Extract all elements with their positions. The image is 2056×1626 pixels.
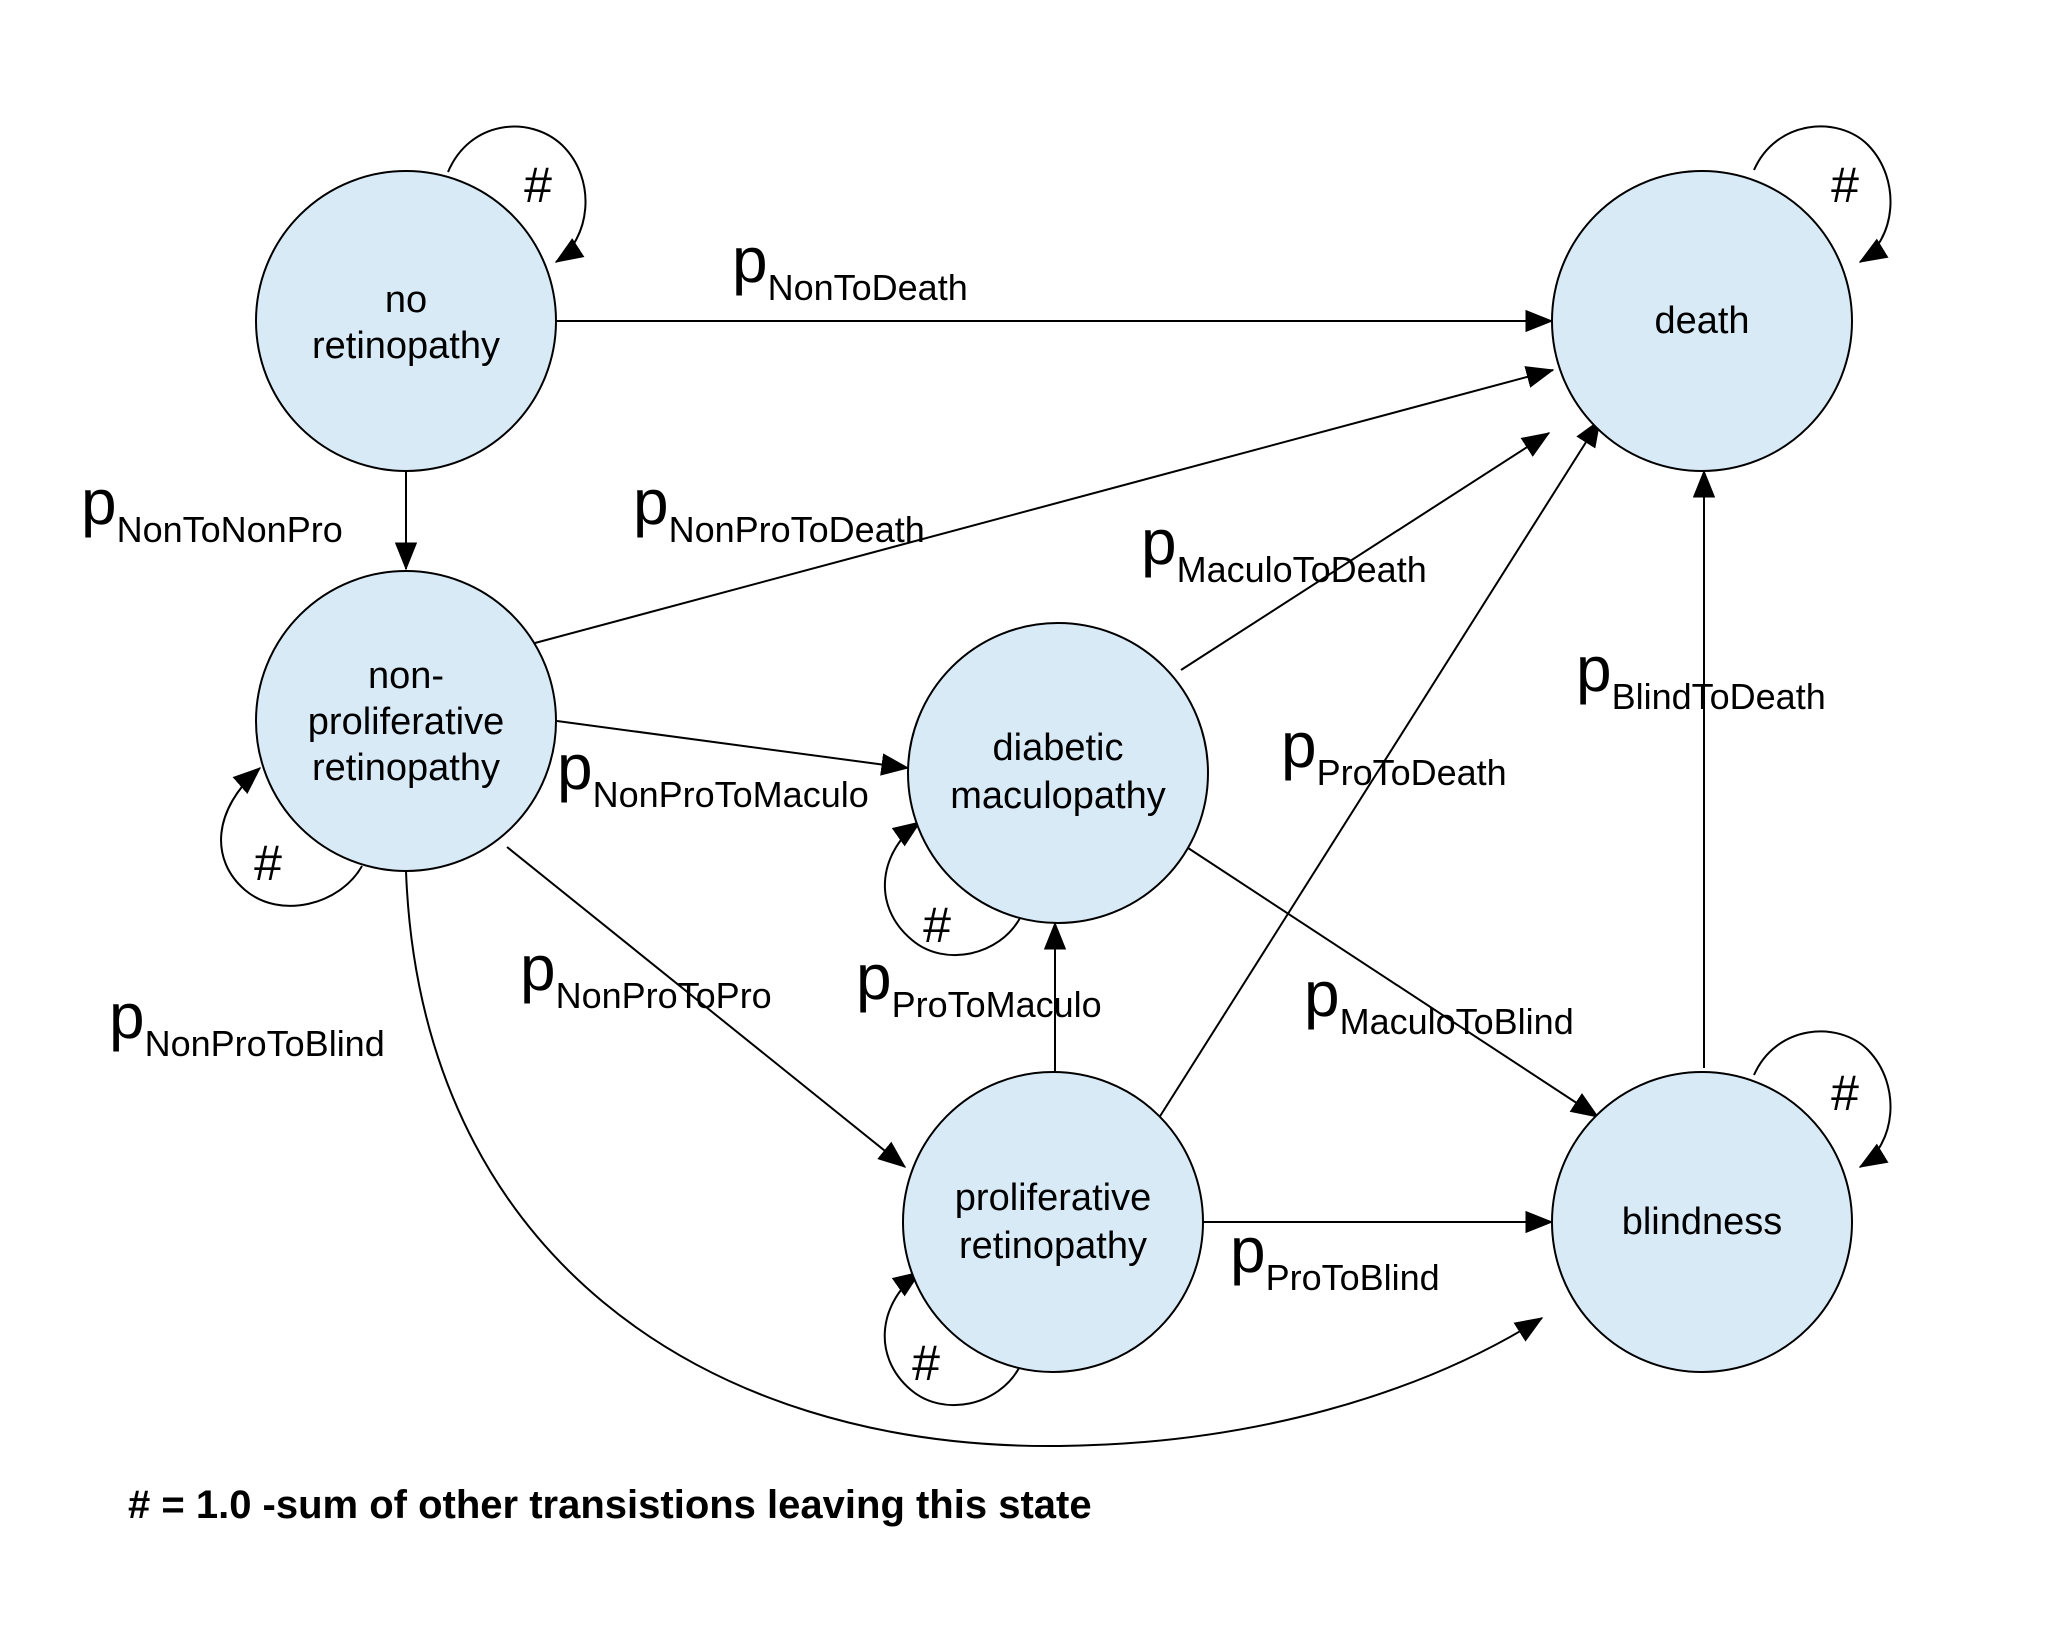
state-circle [907, 622, 1209, 924]
state-label-line: proliferative [308, 701, 504, 743]
transition-label-maculo-to-death: pMaculoToDeath [1141, 506, 1427, 590]
edge-maculo-to-blind [1184, 845, 1600, 1118]
state-circle [1551, 1071, 1853, 1373]
edge-maculo-to-death [1180, 432, 1551, 671]
footnote: # = 1.0 -sum of other transistions leavi… [128, 1483, 1092, 1527]
transition-label-nonpro-to-maculo: pNonProToMaculo [557, 731, 869, 815]
self-loop-label-blind: # [1831, 1065, 1859, 1121]
state-label-line: proliferative [955, 1177, 1151, 1219]
self-loop-label-pro: # [912, 1335, 940, 1391]
state-non-proliferative-retinopathy: non- proliferative retinopathy [255, 570, 557, 872]
state-diabetic-maculopathy: diabetic maculopathy [907, 622, 1209, 924]
state-circle [255, 570, 557, 872]
transition-label-nonpro-to-pro: pNonProToPro [520, 932, 772, 1016]
transition-label-non-to-death: pNonToDeath [732, 224, 968, 308]
state-label-line: non- [368, 655, 444, 697]
transition-label-maculo-to-blind: pMaculoToBlind [1304, 958, 1574, 1042]
edge-pro-to-death [1156, 418, 1601, 1122]
self-loop-maculo [883, 821, 1021, 956]
transition-label-pro-to-blind: pProToBlind [1230, 1214, 1440, 1298]
edge-nonpro-to-death [534, 366, 1555, 644]
self-loop-label-noret: # [524, 157, 552, 213]
transition-label-non-to-nonpro: pNonToNonPro [81, 466, 343, 550]
state-blindness: blindness [1551, 1071, 1853, 1373]
transition-label-pro-to-maculo: pProToMaculo [856, 941, 1102, 1025]
transition-label-pro-to-death: pProToDeath [1281, 709, 1507, 793]
edge-nonpro-to-blind [405, 870, 1544, 1448]
state-circle [1551, 170, 1853, 472]
self-loop-label-nonpro: # [254, 835, 282, 891]
self-loop-label-death: # [1831, 157, 1859, 213]
transition-label-nonpro-to-blind: pNonProToBlind [109, 980, 385, 1064]
edge-nonpro-to-maculo [556, 720, 910, 776]
transition-label-nonpro-to-death: pNonProToDeath [633, 466, 925, 550]
state-label-line: blindness [1622, 1201, 1783, 1243]
state-circle [902, 1071, 1204, 1373]
transition-label-blind-to-death: pBlindToDeath [1576, 633, 1826, 717]
state-proliferative-retinopathy: proliferative retinopathy [902, 1071, 1204, 1373]
state-label-line: maculopathy [950, 775, 1165, 817]
state-no-retinopathy: no retinopathy [255, 170, 557, 472]
self-loop-noret [447, 125, 587, 263]
self-loop-pro [883, 1271, 1020, 1406]
self-loop-death [1753, 125, 1892, 263]
state-death: death [1551, 170, 1853, 472]
edges [220, 125, 1892, 1448]
state-label-line: retinopathy [312, 747, 500, 789]
state-label-line: death [1654, 300, 1749, 342]
self-loop-label-maculo: # [923, 897, 951, 953]
state-circle [255, 170, 557, 472]
state-label-line: no [385, 279, 427, 321]
self-loop-nonpro [220, 767, 363, 907]
state-label-line: retinopathy [312, 325, 500, 367]
self-loop-blind [1753, 1030, 1892, 1168]
state-label-line: diabetic [993, 727, 1124, 769]
state-label-line: retinopathy [959, 1225, 1147, 1267]
edge-nonpro-to-pro [506, 846, 907, 1168]
